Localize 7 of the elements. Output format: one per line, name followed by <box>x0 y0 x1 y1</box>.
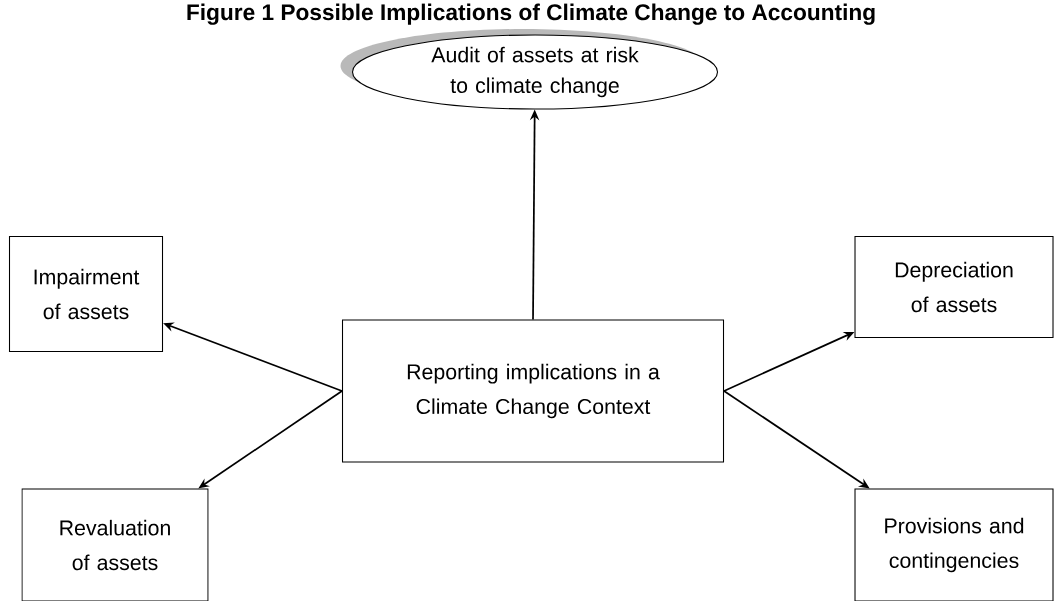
process-box: Revaluation of assets <box>21 488 209 601</box>
process-box: Impairment of assets <box>8 235 164 353</box>
process-box: Provisions and contingencies <box>854 488 1054 601</box>
title: Figure 1 Possible Implications of Climate Change to Accounting <box>187 3 875 25</box>
ellipse-node: Audit of assets at risk to climate change <box>340 29 719 110</box>
process-box: Depreciation of assets <box>854 235 1054 339</box>
process-box: Reporting implications in a Climate Change Context <box>341 319 725 463</box>
